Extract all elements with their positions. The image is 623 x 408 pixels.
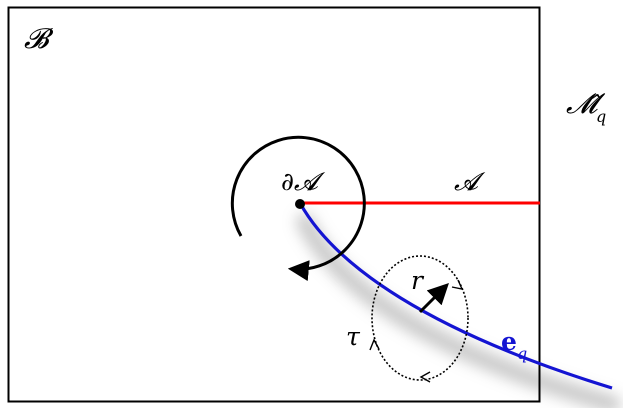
time-loop-icon xyxy=(371,255,469,381)
label-curve-main: e xyxy=(501,327,517,356)
loop-arrow-bottom-icon xyxy=(419,371,431,383)
label-radius: r xyxy=(411,266,425,295)
label-time: τ xyxy=(346,322,361,351)
label-manifold-sub: q xyxy=(596,107,606,126)
curve-shadow xyxy=(296,213,621,408)
curve-e-q xyxy=(298,202,613,390)
radius-arrow-icon xyxy=(418,283,449,314)
loop-arrow-right-icon xyxy=(451,279,464,290)
label-curve-sub: q xyxy=(517,344,527,363)
label-curve: e q xyxy=(501,327,527,363)
rotation-arrow-icon xyxy=(230,135,366,282)
loop-arrow-left-icon xyxy=(369,338,380,351)
boundary-point xyxy=(295,199,305,209)
